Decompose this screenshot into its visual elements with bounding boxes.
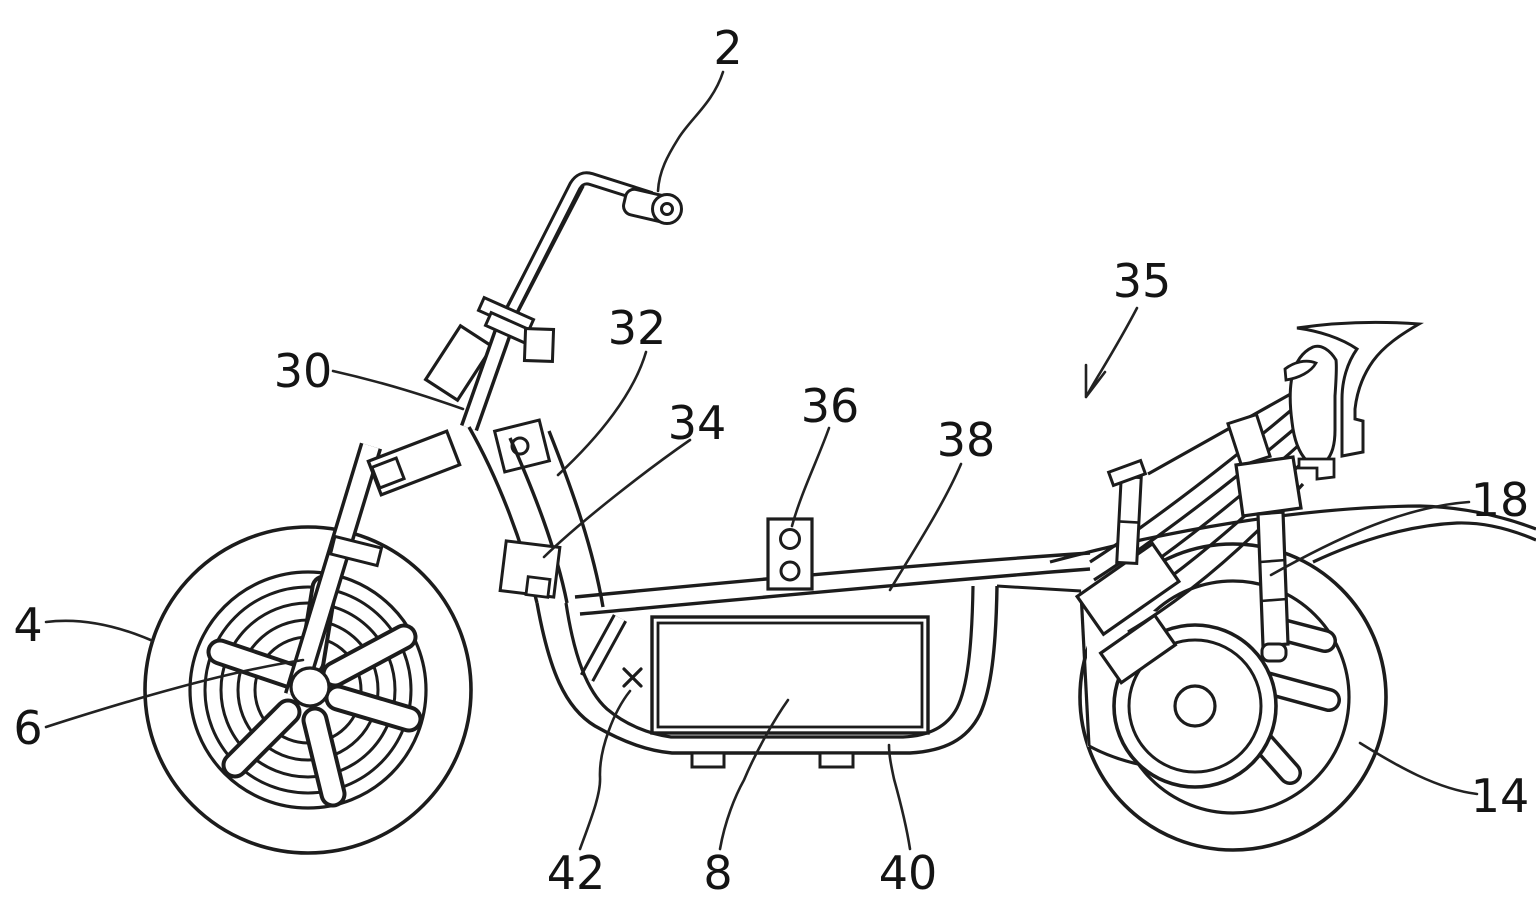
tray-foot	[690, 751, 726, 769]
leader-line-6	[44, 658, 305, 729]
fork-collar	[328, 534, 384, 568]
fork-upper-bracket	[423, 323, 495, 403]
ref-label-36: 36	[801, 379, 860, 433]
bracket-hole	[779, 560, 801, 582]
ref-label-8: 8	[703, 846, 732, 900]
leader-line-30	[331, 369, 465, 411]
leader-line-32	[556, 350, 648, 477]
leader-line-14	[1358, 741, 1479, 796]
leader-line-36	[790, 426, 831, 528]
grip-end-hole	[660, 202, 674, 216]
motor-unit	[1074, 458, 1278, 789]
seat-front-wedge	[1283, 359, 1318, 382]
shock-top-block	[1234, 455, 1303, 518]
frame-pipe-right	[547, 430, 605, 608]
ref-label-32: 32	[608, 301, 667, 355]
tray-outer	[535, 585, 999, 755]
column-side-box	[522, 326, 556, 364]
tray-foot	[818, 751, 855, 769]
leader-line-42	[578, 689, 632, 851]
ref-label-14: 14	[1471, 769, 1530, 823]
battery-outer	[650, 615, 930, 735]
leader-line-2	[656, 70, 725, 193]
floor-x-mark	[622, 667, 643, 688]
leader-line-34	[542, 438, 692, 559]
rear-wheel	[1078, 542, 1388, 852]
ref-label-6: 6	[13, 701, 42, 755]
shock-bottom-cap	[1260, 642, 1288, 663]
front-tire-outer	[143, 525, 473, 855]
leader-line-4	[44, 619, 155, 643]
seat-post	[1115, 474, 1143, 566]
steering-column-handlebar	[460, 171, 683, 474]
ref-label-4: 4	[13, 598, 42, 652]
battery-bracket	[766, 517, 814, 591]
leader-line-38	[888, 462, 963, 592]
ref-label-40: 40	[879, 846, 938, 900]
ref-label-2: 2	[713, 21, 742, 75]
battery	[650, 615, 930, 735]
frame-pipe-mid	[508, 437, 569, 604]
seat	[1283, 320, 1424, 481]
motor-hub	[1173, 684, 1217, 728]
rear-tire-outer	[1078, 542, 1388, 852]
seat-post-cap	[1106, 458, 1148, 488]
ref-label-42: 42	[547, 846, 606, 900]
swingarm-bracket	[1074, 541, 1182, 637]
tray-inner	[564, 585, 975, 739]
front-fork	[283, 323, 495, 708]
seat-under-step	[1297, 457, 1336, 481]
shock-rod	[1256, 510, 1290, 648]
rear-shock	[1226, 412, 1303, 663]
bracket-hole	[779, 528, 801, 550]
ref-label-30: 30	[274, 344, 333, 398]
ref-label-35: 35	[1113, 254, 1172, 308]
main-frame-tube	[574, 551, 1091, 616]
underbody-tray	[535, 585, 999, 769]
seat-tail-hook	[1296, 320, 1424, 458]
ref-label-34: 34	[668, 396, 727, 450]
swingarm-bracket-small	[1098, 613, 1178, 685]
ref-label-38: 38	[937, 413, 996, 467]
front-tire-inner	[188, 570, 428, 810]
battery-inner	[656, 621, 924, 729]
leader-line-18	[1269, 500, 1471, 577]
front-hub	[289, 666, 331, 708]
ref-label-18: 18	[1471, 473, 1530, 527]
leader-line-35	[1084, 306, 1139, 399]
front-rim-ring	[203, 585, 413, 795]
motor-inner-ring	[1127, 638, 1263, 774]
front-spokes	[206, 574, 423, 808]
leader-line-40	[887, 743, 912, 851]
leader-line-8	[718, 698, 790, 851]
frame-component-tab	[524, 575, 552, 599]
front-wheel	[143, 525, 473, 855]
fork-crown-tab	[369, 456, 407, 490]
